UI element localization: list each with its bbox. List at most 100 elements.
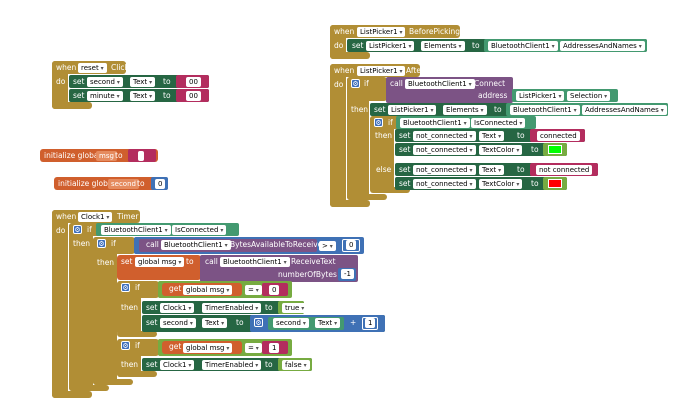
elements-prop-dropdown[interactable]: Elements xyxy=(443,105,487,115)
global-msg-value[interactable] xyxy=(138,151,144,161)
bt-component-dropdown[interactable]: BluetoothClient1 xyxy=(488,41,558,51)
green-color-swatch[interactable] xyxy=(548,145,562,154)
to-label: to xyxy=(517,131,525,140)
global-second-name[interactable]: second xyxy=(108,179,139,189)
listpicker-target-dropdown[interactable]: ListPicker1 xyxy=(366,41,415,51)
neg-one-value[interactable]: -1 xyxy=(341,269,354,279)
before-picking-event-label: BeforePicking xyxy=(409,27,461,36)
equals-operator-dropdown[interactable]: = xyxy=(245,343,262,353)
set-label: set xyxy=(73,77,85,86)
isconnected-prop-dropdown[interactable]: IsConnected xyxy=(471,118,526,128)
clock-component-dropdown[interactable]: Clock1 xyxy=(160,360,195,370)
call-label: call xyxy=(390,79,403,88)
if-footer xyxy=(347,194,387,200)
when-label: when xyxy=(56,212,77,221)
zero-value[interactable]: 0 xyxy=(346,240,357,250)
if-footer xyxy=(93,379,133,385)
text-prop-dropdown[interactable]: Text xyxy=(315,318,341,328)
elements-prop-dropdown[interactable]: Elements xyxy=(421,41,465,51)
do-label: do xyxy=(56,77,66,86)
text-prop-dropdown[interactable]: Text xyxy=(130,77,156,87)
connected-text-value[interactable]: connected xyxy=(537,131,580,141)
global-msg-dropdown[interactable]: global msg xyxy=(135,257,185,267)
to-label: to xyxy=(265,303,273,312)
text-prop-dropdown[interactable]: Text xyxy=(479,131,505,141)
isconnected-prop-dropdown[interactable]: IsConnected xyxy=(172,225,227,235)
bt-component-dropdown[interactable]: BluetoothClient1 xyxy=(161,240,231,250)
global-msg-dropdown[interactable]: global msg xyxy=(183,343,233,353)
one-text-value[interactable]: 1 xyxy=(269,343,280,353)
global-msg-dropdown[interactable]: global msg xyxy=(183,285,233,295)
init-global-label: initialize global xyxy=(58,179,115,188)
minute-var-dropdown[interactable]: minute xyxy=(87,91,123,101)
gear-icon[interactable]: ⚙ xyxy=(121,283,130,292)
after-picking-event-label: AfterPicking xyxy=(406,66,451,75)
second-component-dropdown[interactable]: second xyxy=(160,318,196,328)
listpicker-target-dropdown[interactable]: ListPicker1 xyxy=(388,105,437,115)
addresses-prop-dropdown[interactable]: AddressesAndNames xyxy=(582,105,667,115)
gear-icon[interactable]: ⚙ xyxy=(73,225,82,234)
listpicker-dropdown[interactable]: ListPicker1 xyxy=(516,91,565,101)
zero-text-value[interactable]: 0 xyxy=(269,285,280,295)
label-component-dropdown[interactable]: not_connected xyxy=(413,179,476,189)
clock-component-dropdown[interactable]: Clock1 xyxy=(78,212,113,222)
reset-click-do-bar xyxy=(52,61,68,109)
second-component-dropdown[interactable]: second xyxy=(273,318,309,328)
addresses-prop-dropdown[interactable]: AddressesAndNames xyxy=(560,41,645,51)
if-label: if xyxy=(135,283,140,292)
bt-component-dropdown[interactable]: BluetoothClient1 xyxy=(405,79,475,89)
get-label: get xyxy=(169,284,182,293)
bt-component-dropdown[interactable]: BluetoothClient1 xyxy=(510,105,580,115)
set-label: set xyxy=(399,165,411,174)
to-label: to xyxy=(186,257,194,266)
global-msg-name[interactable]: msg xyxy=(96,151,117,161)
to-label: to xyxy=(517,165,525,174)
gt-operator-dropdown[interactable]: > xyxy=(319,241,336,251)
label-component-dropdown[interactable]: not_connected xyxy=(413,145,476,155)
bt-component-dropdown[interactable]: BluetoothClient1 xyxy=(101,225,171,235)
textcolor-prop-dropdown[interactable]: TextColor xyxy=(479,145,523,155)
global-second-value[interactable]: 0 xyxy=(155,179,166,189)
if-label: if xyxy=(364,79,369,88)
reset-component-dropdown[interactable]: reset xyxy=(78,63,107,73)
to-label: to xyxy=(236,318,244,327)
do-label: do xyxy=(334,80,344,89)
gear-icon[interactable]: ⚙ xyxy=(351,79,360,88)
equals-operator-dropdown[interactable]: = xyxy=(245,285,262,295)
red-color-swatch[interactable] xyxy=(548,179,562,188)
before-picking-do-bar xyxy=(330,25,346,59)
click-event-label: Click xyxy=(111,63,129,72)
gear-icon[interactable]: ⚙ xyxy=(97,239,106,248)
text-prop-dropdown[interactable]: Text xyxy=(130,91,156,101)
gear-icon[interactable]: ⚙ xyxy=(254,318,263,327)
bt-component-dropdown[interactable]: BluetoothClient1 xyxy=(400,118,470,128)
if-then-bar xyxy=(69,223,93,391)
to-label: to xyxy=(494,105,502,114)
listpicker-component-dropdown[interactable]: ListPicker1 xyxy=(357,66,406,76)
timer-enabled-dropdown[interactable]: TimerEnabled xyxy=(202,360,262,370)
text-prop-dropdown[interactable]: Text xyxy=(202,318,228,328)
gear-icon[interactable]: ⚙ xyxy=(121,341,130,350)
plus-label: + xyxy=(350,318,357,327)
clock-component-dropdown[interactable]: Clock1 xyxy=(160,303,195,313)
true-value-dropdown[interactable]: true xyxy=(282,303,308,313)
when-label: when xyxy=(334,27,355,36)
to-label: to xyxy=(472,41,480,50)
text-prop-dropdown[interactable]: Text xyxy=(479,165,505,175)
false-value-dropdown[interactable]: false xyxy=(282,360,310,370)
one-value[interactable]: 1 xyxy=(365,318,376,328)
not-connected-text-value[interactable]: not connected xyxy=(536,165,593,175)
set-label: set xyxy=(374,105,386,114)
label-component-dropdown[interactable]: not_connected xyxy=(413,131,476,141)
selection-prop-dropdown[interactable]: Selection xyxy=(567,91,611,101)
timer-enabled-dropdown[interactable]: TimerEnabled xyxy=(202,303,262,313)
minute-text-value[interactable]: 00 xyxy=(186,91,201,101)
label-component-dropdown[interactable]: not_connected xyxy=(413,165,476,175)
bt-component-dropdown[interactable]: BluetoothClient1 xyxy=(220,257,290,267)
second-text-value[interactable]: 00 xyxy=(186,77,201,87)
gear-icon[interactable]: ⚙ xyxy=(374,118,383,127)
textcolor-prop-dropdown[interactable]: TextColor xyxy=(479,179,523,189)
then-label: then xyxy=(97,258,115,267)
second-var-dropdown[interactable]: second xyxy=(87,77,123,87)
listpicker-component-dropdown[interactable]: ListPicker1 xyxy=(357,27,406,37)
